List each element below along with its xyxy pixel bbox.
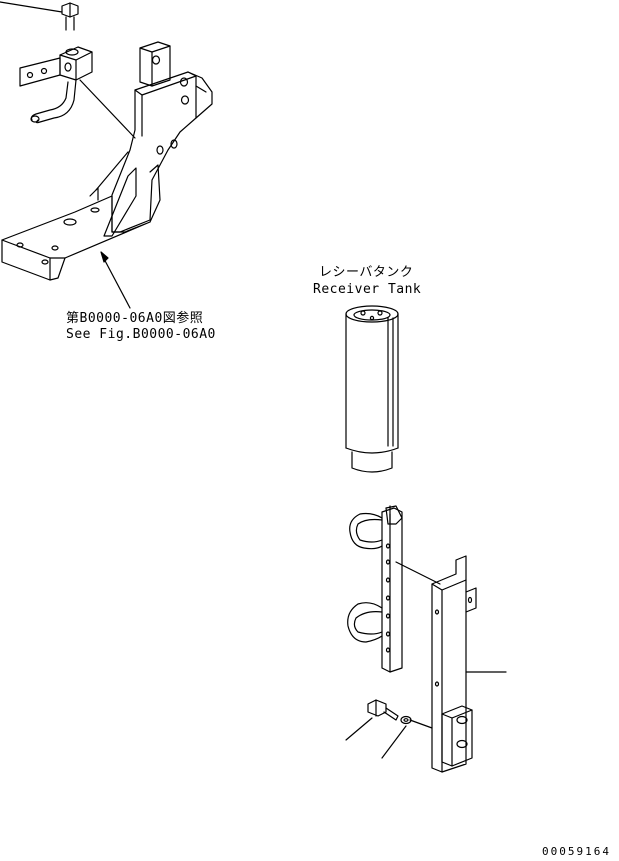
drawing-number: 00059164 [542,845,611,858]
receiver-tank-label-jp: レシーバタンク [319,265,414,280]
bent-pipe [32,82,69,120]
upper-tab [140,42,170,86]
bracket-reference-jp: 第B0000-06A0図参照 [66,311,204,326]
leader-line-bolt [0,2,62,12]
base-plate [2,196,150,280]
gusset-rib-1 [104,168,136,236]
receiver-tank [346,306,398,472]
mounting-bracket-assembly [0,2,212,308]
band-strip [382,508,402,672]
tank-band-assembly [348,506,506,772]
vertical-plate [112,72,196,232]
bolt-and-washer [346,700,432,758]
clamp-tab [20,58,60,86]
bracket-reference-en: See Fig.B0000-06A0 [66,327,216,342]
gusset-rib-2 [150,165,160,222]
lower-tank-band [348,603,382,642]
leader-line-bracket-ref [102,255,130,308]
receiver-tank-label-en: Receiver Tank [313,282,422,297]
bracket-base-block [442,706,472,766]
upper-tank-band [350,514,382,549]
hex-bolt [368,700,386,716]
channel-bracket [432,556,466,772]
